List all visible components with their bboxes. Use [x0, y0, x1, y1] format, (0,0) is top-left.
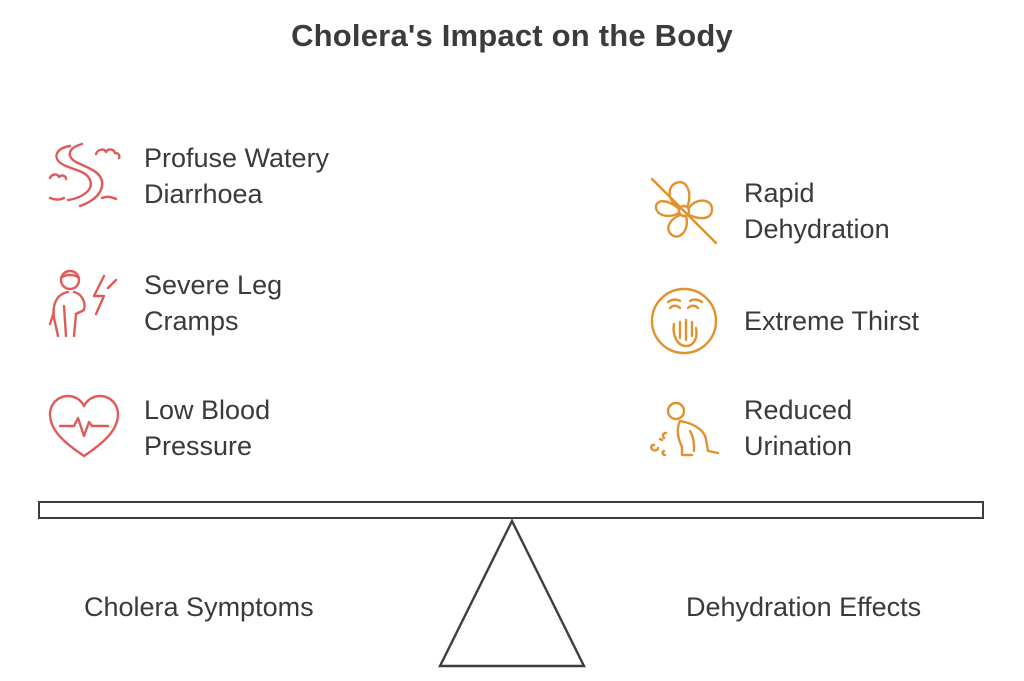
person-lightning-icon	[48, 269, 118, 338]
symptom-item-leg-cramps: Severe Leg Cramps	[46, 266, 282, 340]
symptoms-side-label: Cholera Symptoms	[84, 592, 314, 622]
river-icon	[48, 142, 121, 208]
effect-item-extreme-thirst: Extreme Thirst	[646, 284, 919, 358]
heart-pulse-icon	[48, 394, 120, 458]
effect-item-reduced-urination: Reduced Urination	[646, 392, 852, 464]
effect-label: Reduced Urination	[744, 395, 853, 461]
seesaw-beam	[38, 501, 984, 519]
effect-label: Extreme Thirst	[744, 306, 920, 336]
effect-label: Rapid Dehydration	[744, 178, 890, 244]
effects-side-label: Dehydration Effects	[686, 592, 922, 622]
symptom-label: Low Blood Pressure	[144, 395, 271, 461]
crawling-child-icon	[650, 401, 720, 457]
page-title: Cholera's Impact on the Body	[291, 18, 733, 53]
symptom-item-low-blood-pressure: Low Blood Pressure	[46, 392, 270, 464]
seesaw-fulcrum	[438, 519, 586, 668]
thirsty-face-icon	[650, 287, 718, 355]
symptom-item-diarrhoea: Profuse Watery Diarrhoea	[46, 140, 329, 212]
crossed-out-fan-icon	[650, 177, 718, 245]
effect-item-rapid-dehydration: Rapid Dehydration	[646, 175, 890, 247]
symptom-label: Severe Leg Cramps	[144, 270, 283, 336]
symptom-label: Profuse Watery Diarrhoea	[144, 143, 330, 209]
